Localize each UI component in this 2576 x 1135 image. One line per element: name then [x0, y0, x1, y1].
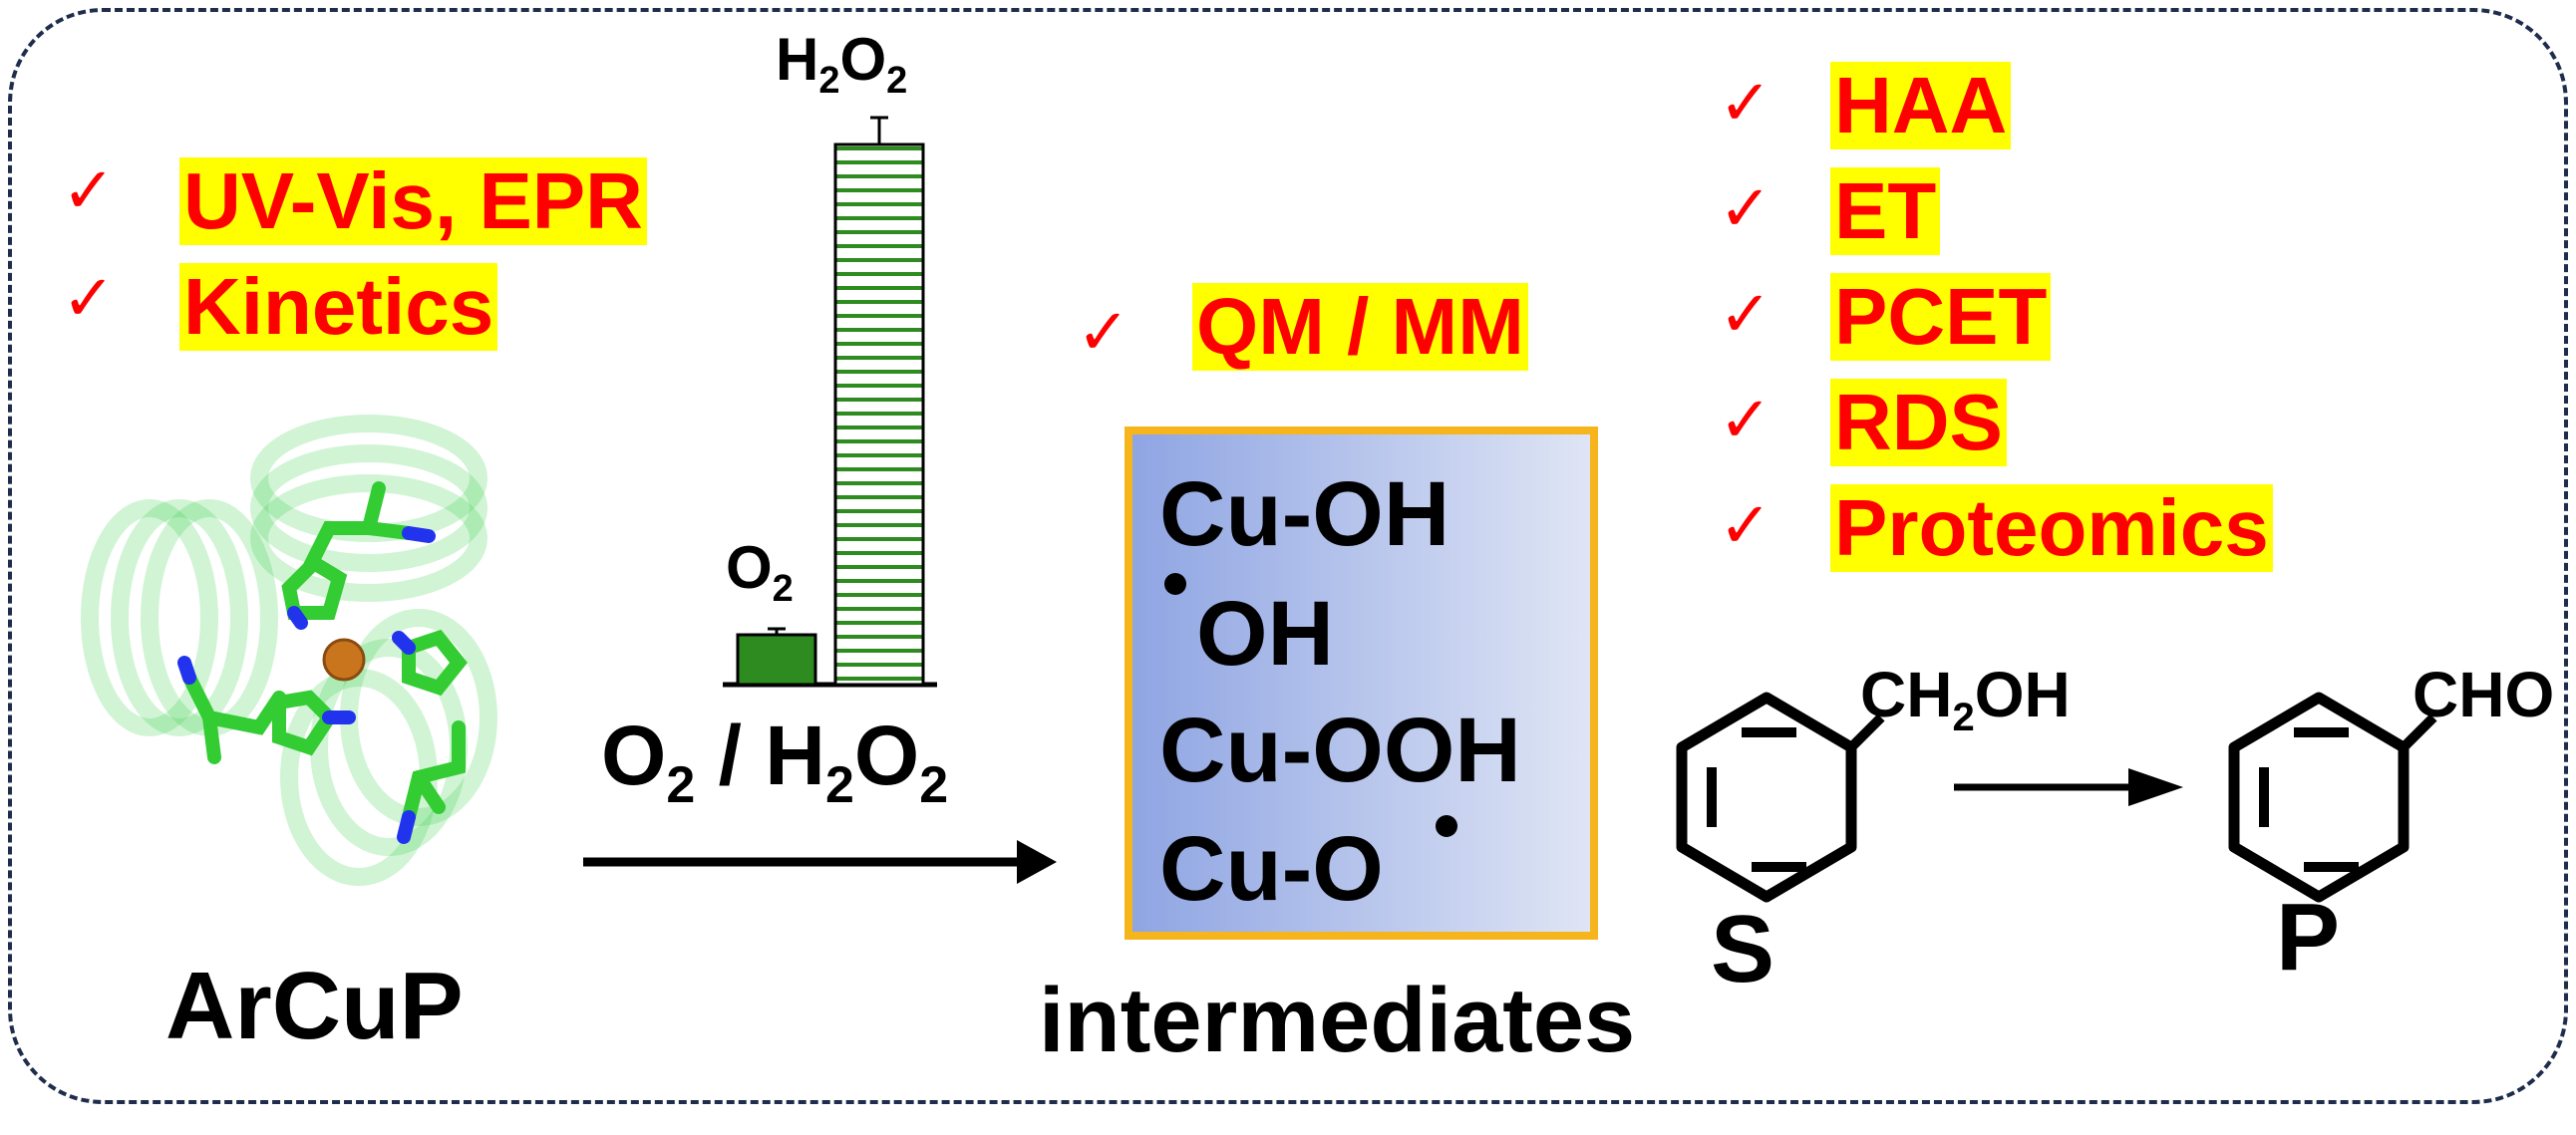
check-icon: ✓ — [1719, 278, 1772, 352]
reaction-arrow-icon — [583, 840, 1057, 884]
species-oh-radical: OH — [1196, 583, 1334, 685]
bar-o2 — [736, 633, 817, 687]
protein-helix-structure-icon — [81, 415, 497, 886]
bar-label-h2o2: H2O2 — [776, 26, 908, 102]
protein-label: ArCuP — [165, 953, 464, 1059]
species-cu-ooh: Cu-OOH — [1159, 700, 1521, 801]
substrate-group: CH2OH — [1860, 659, 2071, 739]
check-icon: ✓ — [1719, 67, 1772, 141]
product-group: CHO — [2413, 659, 2555, 730]
radical-dot — [1436, 815, 1457, 837]
bar-inset — [723, 116, 937, 688]
check-icon: ✓ — [1719, 489, 1772, 563]
check-label-qm-mm: QM / MM — [1192, 283, 1528, 371]
check-icon: ✓ — [1719, 384, 1772, 457]
figure-frame — [8, 8, 2568, 1104]
intermediates-box — [1125, 426, 1598, 940]
check-icon: ✓ — [62, 262, 116, 336]
check-label-pcet: PCET — [1830, 273, 2052, 361]
product-label: P — [2276, 884, 2341, 991]
benzene-ring-product-icon — [2228, 692, 2437, 903]
species-cu-o: Cu-O — [1159, 818, 1384, 920]
radical-dot — [1164, 573, 1186, 595]
check-label-et: ET — [1830, 167, 1941, 255]
benzene-ring-substrate-icon — [1676, 692, 1885, 903]
intermediates-caption: intermediates — [1039, 970, 1636, 1071]
species-cu-oh: Cu-OH — [1159, 463, 1450, 565]
bar-h2o2 — [833, 142, 925, 687]
check-label-rds: RDS — [1830, 379, 2007, 466]
check-icon: ✓ — [62, 154, 116, 228]
check-icon: ✓ — [1077, 296, 1130, 370]
conversion-arrow-icon — [1954, 768, 2183, 806]
check-label-proteomics: Proteomics — [1830, 484, 2273, 572]
check-icon: ✓ — [1719, 172, 1772, 246]
check-label-haa: HAA — [1830, 62, 2012, 149]
check-label-kinetics: Kinetics — [179, 263, 498, 351]
bar-label-o2: O2 — [726, 534, 794, 610]
substrate-label: S — [1711, 896, 1775, 1002]
check-label-uv-vis-epr: UV-Vis, EPR — [179, 157, 647, 245]
reaction-arrow-label: O2 / H2O2 — [601, 709, 949, 814]
